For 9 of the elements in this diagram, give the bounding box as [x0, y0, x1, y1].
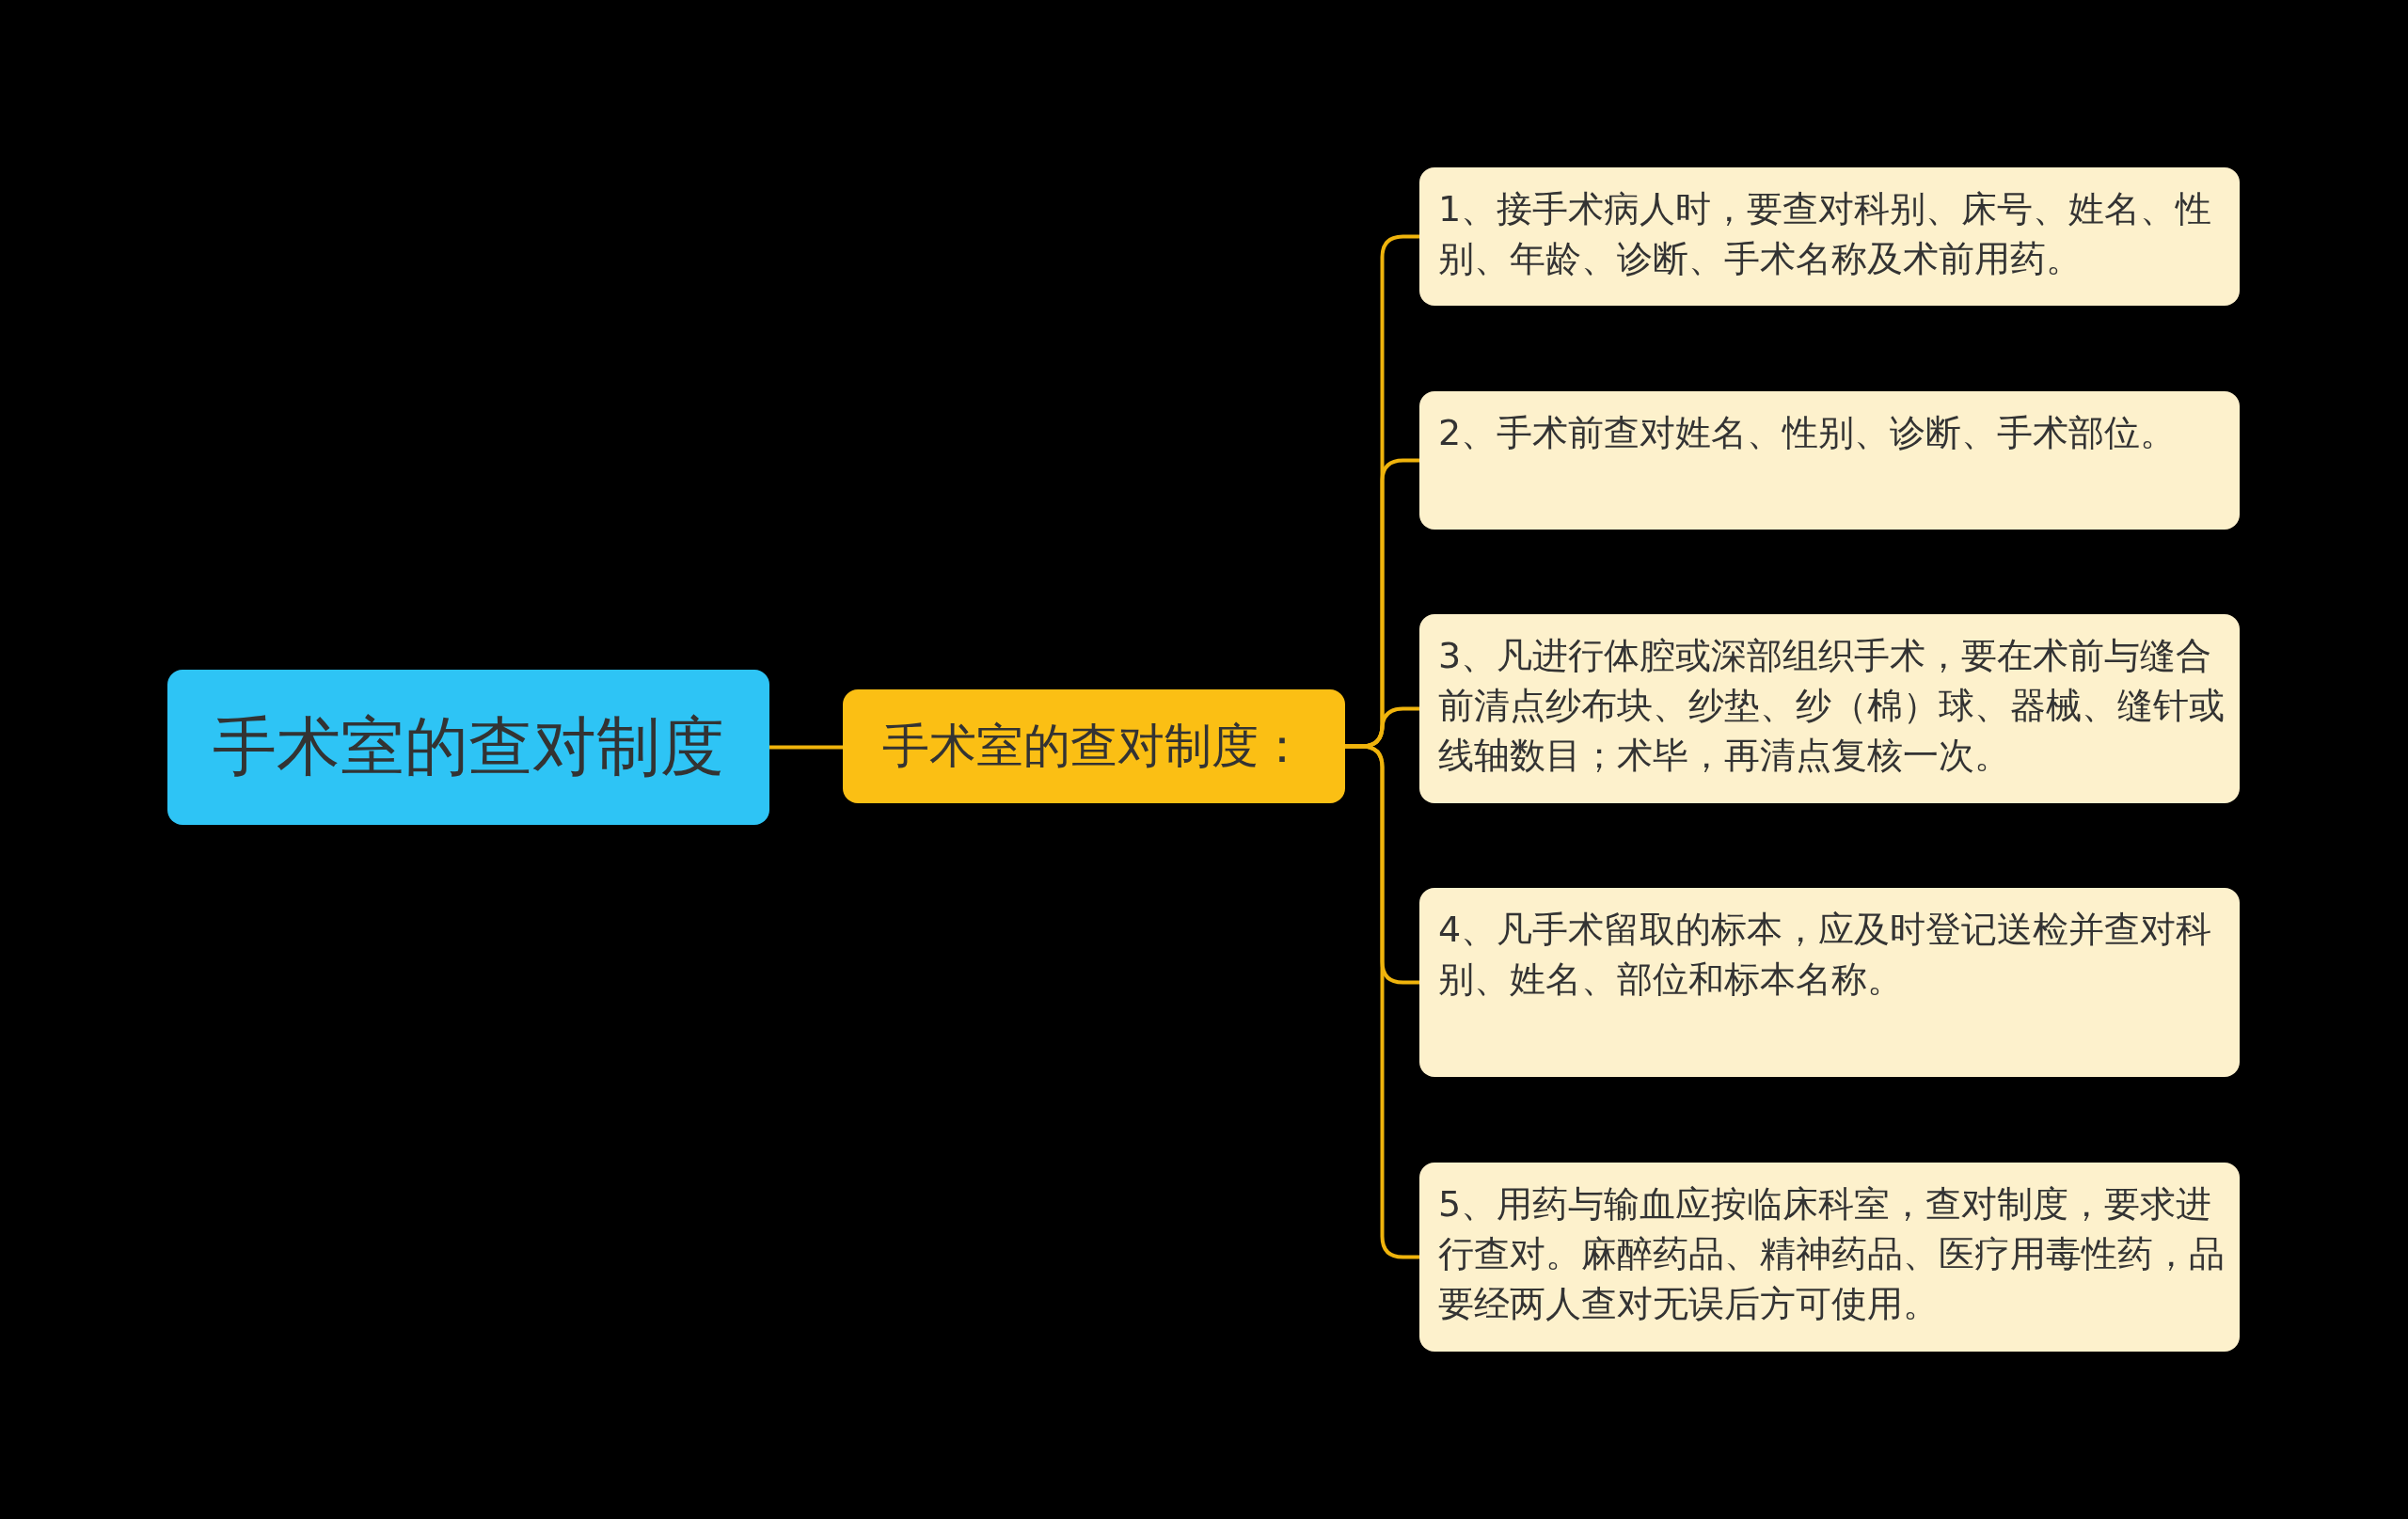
detail-box: 1、接手术病人时，要查对科别、床号、姓名、性别、年龄、诊断、手术名称及术前用药。: [1419, 167, 2240, 306]
connector-line: [769, 745, 843, 750]
topic-box: 手术室的查对制度: [167, 670, 769, 825]
detail-box: 2、手术前查对姓名、性别、诊断、手术部位。: [1419, 391, 2240, 530]
detail-box: 3、凡进行体腔或深部组织手术，要在术前与缝合前清点纱布块、纱垫、纱（棉）球、器械、缝针或线轴数目；术毕，再清点复核一次。: [1419, 614, 2240, 803]
subtopic-box: 手术室的查对制度：: [843, 689, 1345, 803]
detail-box: 4、凡手术留取的标本，应及时登记送检并查对科别、姓名、部位和标本名称。: [1419, 888, 2240, 1077]
connector-line: [1345, 744, 1419, 1259]
detail-box: 5、用药与输血应按临床科室，查对制度，要求进行查对。麻醉药品、精神药品、医疗用毒性药，品要经两人查对无误后方可使用。: [1419, 1163, 2240, 1352]
